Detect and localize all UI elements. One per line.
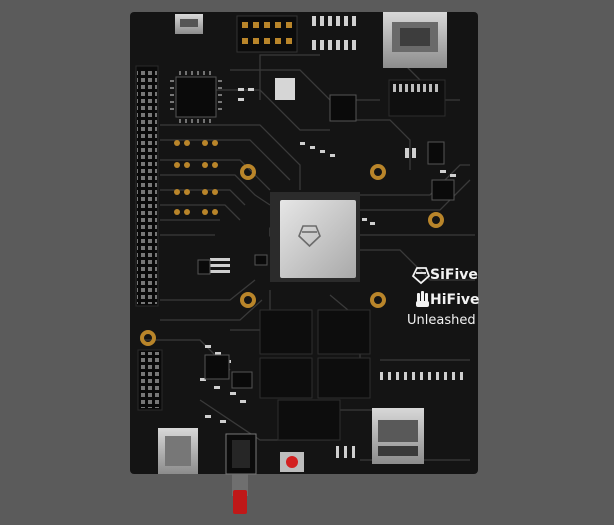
smd-pads-top bbox=[312, 16, 356, 50]
micro-usb-connector bbox=[175, 14, 203, 34]
usb-bridge-chip bbox=[170, 71, 222, 123]
ddr-memory-chips bbox=[259, 309, 371, 441]
gpio-header bbox=[135, 65, 159, 307]
sd-card-slot bbox=[372, 408, 424, 464]
silkscreen-variant: Unleashed bbox=[407, 313, 476, 328]
power-switch bbox=[225, 433, 257, 514]
usb-connector bbox=[158, 428, 198, 474]
secondary-header bbox=[137, 349, 163, 411]
oscillator bbox=[275, 78, 295, 100]
ethernet-phy-chip bbox=[329, 79, 446, 122]
support-chips bbox=[197, 141, 455, 389]
silkscreen-brand: SiFive bbox=[430, 267, 478, 283]
ethernet-jack bbox=[383, 12, 447, 68]
hifive-hand-icon bbox=[416, 291, 429, 307]
smd-components bbox=[200, 88, 463, 458]
reset-button bbox=[280, 452, 304, 472]
sifive-logo-icon bbox=[411, 267, 431, 285]
mounting-holes bbox=[140, 164, 444, 346]
gold-pad-grid bbox=[174, 140, 218, 215]
jtag-header bbox=[236, 15, 298, 53]
silkscreen-model: HiFive bbox=[430, 292, 480, 308]
soc-chip-logo-icon bbox=[298, 225, 321, 248]
